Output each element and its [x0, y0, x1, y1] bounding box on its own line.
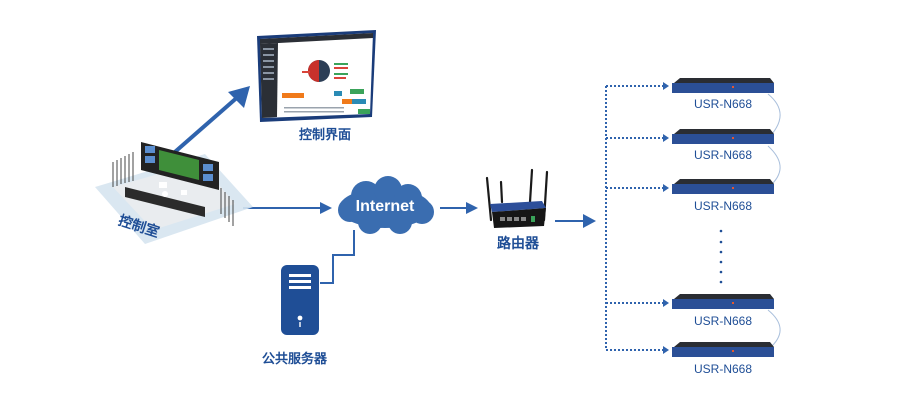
edge-server-to-internet	[320, 230, 355, 284]
server-icon	[281, 265, 319, 335]
device-4-label: USR-N668	[694, 314, 753, 328]
device-server-icon	[672, 129, 774, 144]
branch-arrow-5	[663, 346, 669, 354]
branch-arrow-3	[663, 184, 669, 192]
branch-arrow-2	[663, 134, 669, 142]
control-room-node	[95, 132, 255, 247]
router-node	[482, 168, 554, 232]
device-1-label: USR-N668	[694, 97, 753, 111]
device-2	[670, 129, 775, 145]
arrowhead-room-to-internet	[320, 202, 332, 214]
ellipsis-dots	[719, 229, 723, 284]
branch-arrow-4	[663, 299, 669, 307]
dashboard-screen-icon	[257, 30, 376, 122]
device-3-label: USR-N668	[694, 199, 753, 213]
chain-curve-2	[767, 145, 781, 185]
router-icon	[485, 168, 549, 228]
arrowhead-internet-to-router	[466, 202, 478, 214]
device-5-label: USR-N668	[694, 362, 753, 376]
arrowhead-router-to-bus	[583, 214, 596, 228]
device-server-icon	[672, 294, 774, 309]
public-server-node	[280, 264, 320, 336]
device-server-icon	[672, 78, 774, 93]
device-1	[670, 78, 775, 94]
chain-curve-1	[767, 93, 781, 135]
arrowhead-room-to-ui	[228, 86, 250, 108]
router-label: 路由器	[497, 236, 539, 252]
control-ui-node	[254, 27, 379, 122]
chain-curve-3	[767, 309, 781, 347]
device-4	[670, 294, 775, 310]
device-2-label: USR-N668	[694, 148, 753, 162]
internet-node: Internet	[330, 176, 440, 238]
device-server-icon	[672, 179, 774, 194]
internet-label: Internet	[355, 198, 415, 215]
device-5	[670, 342, 775, 358]
device-3	[670, 179, 775, 195]
control-ui-label: 控制界面	[299, 128, 352, 143]
cloud-icon	[338, 176, 434, 234]
branch-arrow-1	[663, 82, 669, 90]
device-server-icon	[672, 342, 774, 357]
public-server-label: 公共服务器	[262, 352, 328, 367]
control-room-icon	[95, 142, 253, 244]
